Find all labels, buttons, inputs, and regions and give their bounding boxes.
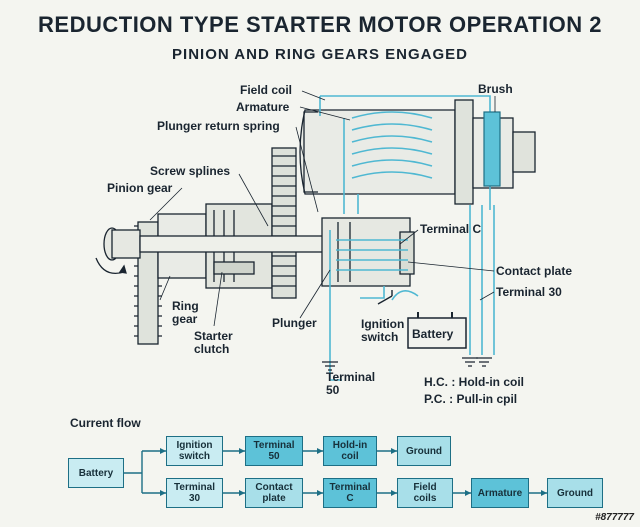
battery-shape <box>407 312 467 349</box>
idler-gear-shape <box>271 147 297 299</box>
flow-box-ignition-switch: Ignition switch <box>166 436 223 466</box>
label-battery: Battery <box>412 327 454 341</box>
field-coil-windings <box>319 95 495 381</box>
flow-box-terminal-50: Terminal 50 <box>245 436 303 466</box>
pinion-shaft-shape <box>95 227 141 275</box>
flow-box-contact-plate: Contact plate <box>245 478 303 508</box>
flow-box-ground-2: Ground <box>547 478 603 508</box>
flow-box-battery: Battery <box>68 458 124 488</box>
flow-box-terminal-30: Terminal 30 <box>166 478 223 508</box>
current-flow-title: Current flow <box>70 416 141 430</box>
ignition-switch-shape <box>377 290 393 305</box>
brush-shape <box>483 111 501 187</box>
label-terminal-c: Terminal C <box>420 222 482 236</box>
flow-box-hold-in-coil: Hold-in coil <box>323 436 377 466</box>
ground-symbols <box>322 357 492 371</box>
label-ring-gear: Ring gear <box>172 299 199 326</box>
flow-arrowheads <box>160 448 547 496</box>
label-starter-clutch: Starter clutch <box>194 329 233 356</box>
label-terminal-50: Terminal 50 <box>326 370 376 397</box>
flow-box-armature: Armature <box>471 478 529 508</box>
page-subtitle: PINION AND RING GEARS ENGAGED <box>172 46 468 63</box>
label-field-coil: Field coil <box>240 83 293 97</box>
label-terminal-30: Terminal 30 <box>496 285 562 299</box>
leader-lines <box>149 90 496 327</box>
label-plunger: Plunger <box>272 316 317 330</box>
legend-pull-in-coil: P.C. : Pull-in cpil <box>424 392 518 406</box>
flow-box-terminal-c: Terminal C <box>323 478 377 508</box>
label-plunger-return-spring: Plunger return spring <box>157 119 280 133</box>
label-ignition-switch: Ignition switch <box>361 317 405 344</box>
label-screw-splines: Screw splines <box>150 164 231 178</box>
flow-box-ground-1: Ground <box>397 436 451 466</box>
legend-hold-in-coil: H.C. : Hold-in coil <box>424 375 524 389</box>
watermark: #877777 <box>595 512 634 523</box>
label-pinion-gear: Pinion gear <box>107 181 173 195</box>
flow-box-field-coils: Field coils <box>397 478 453 508</box>
page-title: REDUCTION TYPE STARTER MOTOR OPERATION 2 <box>38 12 602 37</box>
label-armature: Armature <box>236 100 290 114</box>
label-brush: Brush <box>478 82 513 96</box>
solenoid-shape <box>321 217 415 287</box>
label-contact-plate: Contact plate <box>496 264 573 278</box>
